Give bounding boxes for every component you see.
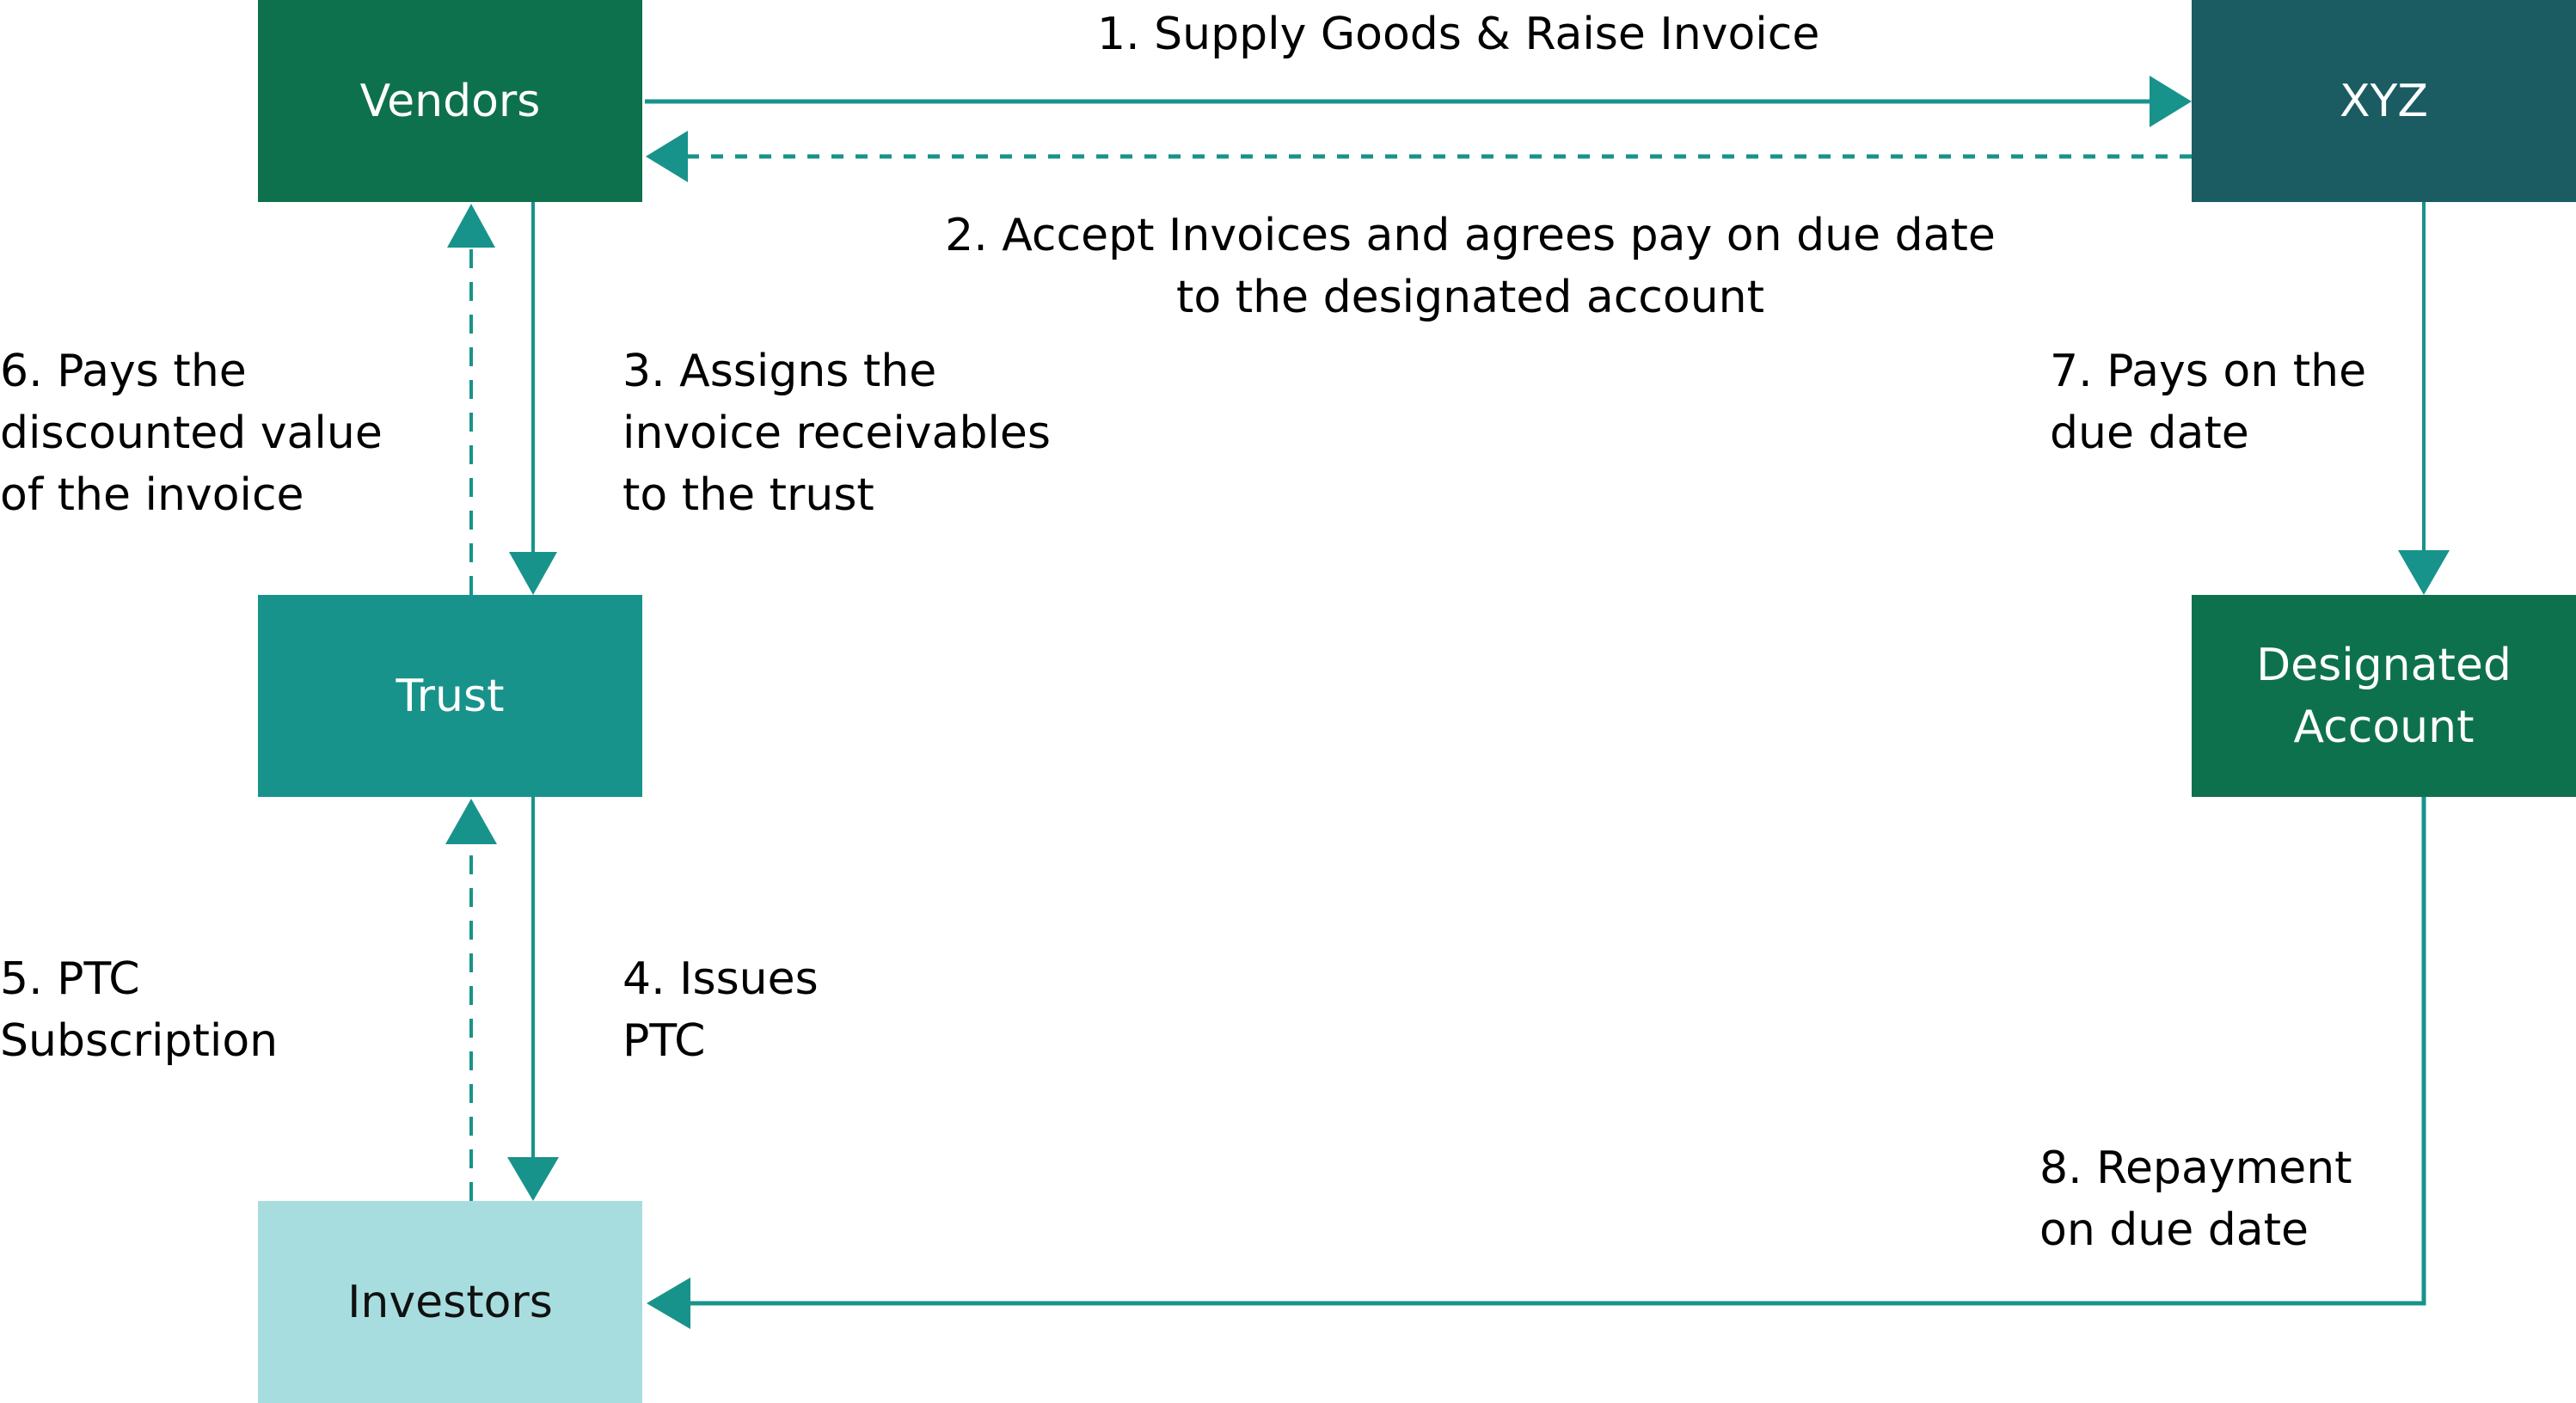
node-vendors: Vendors — [258, 0, 642, 202]
step-4-line-1: 4. Issues — [623, 953, 819, 1005]
step-3-line-3: to the trust — [623, 469, 874, 521]
step-2-line-2: to the designated account — [1175, 272, 1765, 323]
step-4-label: 4. Issues PTC — [623, 948, 819, 1072]
node-vendors-label: Vendors — [359, 75, 541, 127]
node-designated-account-line-2: Account — [2293, 701, 2475, 753]
node-trust-label: Trust — [396, 670, 505, 722]
step-4-line-2: PTC — [623, 1015, 706, 1067]
step-6-line-3: of the invoice — [0, 469, 304, 521]
step-3-label: 3. Assigns the invoice receivables to th… — [623, 340, 1051, 526]
step-6-label: 6. Pays the discounted value of the invo… — [0, 340, 383, 526]
arrow-8-repayment — [688, 797, 2426, 1306]
arrowhead-down-icon — [507, 1157, 559, 1201]
step-6-line-1: 6. Pays the — [0, 346, 247, 397]
step-1-line-1: 1. Supply Goods & Raise Invoice — [1097, 9, 1820, 60]
step-3-line-1: 3. Assigns the — [623, 346, 937, 397]
step-1-label: 1. Supply Goods & Raise Invoice — [1097, 3, 1819, 65]
arrowhead-down-icon — [2398, 550, 2450, 595]
node-designated-account-line-1: Designated — [2256, 639, 2512, 691]
step-7-line-1: 7. Pays on the — [2050, 346, 2367, 397]
step-7-label: 7. Pays on the due date — [2050, 340, 2366, 464]
arrowhead-up-icon — [445, 799, 497, 844]
arrowhead-left-icon — [646, 131, 688, 182]
step-5-line-2: Subscription — [0, 1015, 279, 1067]
node-trust: Trust — [258, 595, 642, 797]
step-3-line-2: invoice receivables — [623, 407, 1051, 459]
step-8-label: 8. Repayment on due date — [2039, 1137, 2352, 1261]
node-designated-account: Designated Account — [2192, 595, 2576, 797]
arrowhead-left-icon — [647, 1277, 690, 1329]
step-2-label: 2. Accept Invoices and agrees pay on due… — [903, 205, 2038, 328]
node-xyz-label: XYZ — [2339, 75, 2428, 127]
step-2-line-1: 2. Accept Invoices and agrees pay on due… — [945, 210, 1996, 261]
node-xyz: XYZ — [2192, 0, 2576, 202]
step-8-line-1: 8. Repayment — [2039, 1143, 2352, 1194]
step-5-line-1: 5. PTC — [0, 953, 140, 1005]
arrowhead-down-icon — [509, 552, 557, 595]
arrowhead-up-icon — [447, 204, 495, 248]
step-8-line-2: on due date — [2039, 1204, 2309, 1256]
step-5-label: 5. PTC Subscription — [0, 948, 278, 1072]
node-investors: Investors — [258, 1201, 642, 1403]
step-6-line-2: discounted value — [0, 407, 383, 459]
arrowhead-right-icon — [2150, 76, 2192, 127]
step-7-line-2: due date — [2050, 407, 2249, 459]
node-investors-label: Investors — [347, 1276, 553, 1328]
